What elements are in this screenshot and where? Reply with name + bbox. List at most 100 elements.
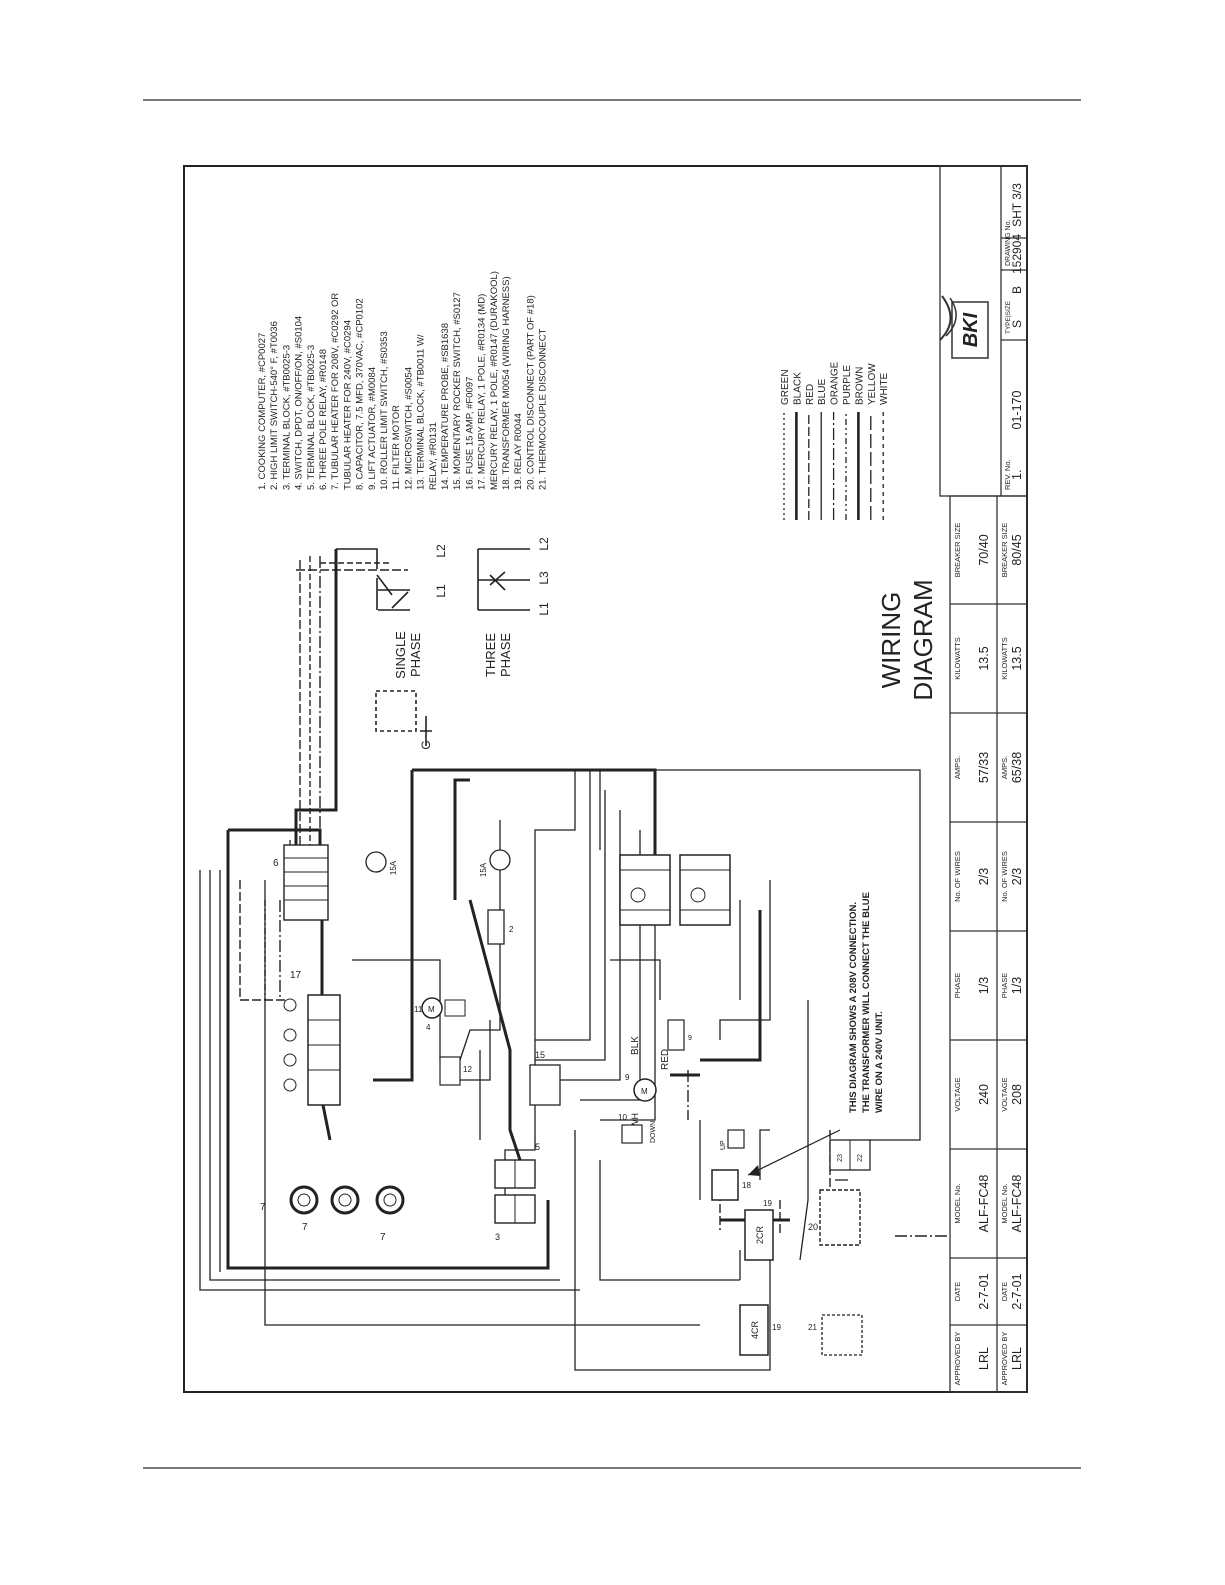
parts-list-item: 6. THREE POLE RELAY, #R0148 [318, 349, 329, 490]
tb-cell: 57/33 [977, 752, 991, 783]
parts-list-item: TUBULAR HEATER FOR 240V, #C0294 [342, 320, 353, 490]
tb-cell: 13.5 [977, 646, 991, 670]
label-23: 23 [837, 1154, 844, 1162]
tb-header: AMPS. [953, 756, 962, 779]
size-value: B [1010, 286, 1024, 294]
tb-header: BREAKER SIZE [953, 523, 962, 578]
single-phase-label-2: PHASE [408, 633, 423, 677]
label-19a: 19 [763, 1199, 772, 1208]
terminal-block-5: 5 [494, 1142, 540, 1189]
legend-label-red: RED [805, 384, 816, 405]
parts-list-item: 14. TEMPERATURE PROBE, #SB1638 [440, 323, 451, 490]
legend-label-yellow: YELLOW [867, 363, 878, 405]
label-18-up: UP [720, 1140, 727, 1150]
relay-19-4cr: 4CR 19 [739, 1304, 781, 1356]
tb-header: KILOWATTS [953, 637, 962, 680]
parts-list-item: 17. MERCURY RELAY, 1 POLE, #R0134 (MD) [477, 294, 488, 490]
diagram-title-line1: WIRING [876, 592, 906, 689]
label-wh: WH [630, 1113, 640, 1128]
roller-limit-10: 10 DOWN [618, 1113, 657, 1144]
label-m-9: M [641, 1087, 648, 1096]
tb-header: PHASE [953, 973, 962, 998]
legend-label-purple: PURPLE [842, 365, 853, 405]
filter-motor-11: M 11 4 [414, 997, 466, 1032]
diagram-title: WIRING DIAGRAM [876, 579, 938, 700]
parts-list-item: 16. FUSE 15 AMP, #F0097 [464, 377, 475, 490]
tb-header: APPROVED BY [953, 1332, 962, 1386]
label-18: 18 [742, 1181, 751, 1190]
tb-header: BREAKER SIZE [1000, 523, 1009, 578]
parts-list-item: 8. CAPACITOR, 7.5 MFD, 370VAC, #CP0102 [355, 298, 366, 490]
tb-cell: 2/3 [1010, 868, 1024, 885]
label-7a: 7 [260, 1202, 266, 1213]
terminal-block-6: 6 [273, 844, 329, 921]
label-m-11: M [428, 1005, 435, 1014]
label-19b: 19 [772, 1323, 781, 1332]
microswitch-12: 12 [439, 1056, 472, 1086]
tb-cell: 240 [977, 1084, 991, 1105]
parts-list-item: 20. CONTROL DISCONNECT (PART OF #18) [525, 295, 536, 490]
tb-header: MODEL No. [1000, 1183, 1009, 1223]
parts-list-item: 1. COOKING COMPUTER, #CP0027 [257, 333, 268, 490]
rev-label: REV. No. [1003, 459, 1012, 490]
connector-23-22: 23 22 [829, 1139, 871, 1171]
parts-list-item: 21. THERMOCOUPLE DISCONNECT [538, 328, 549, 490]
transformer-18: 18 [711, 1169, 751, 1201]
label-down: DOWN [650, 1121, 657, 1143]
tb-cell: 208 [1010, 1084, 1024, 1105]
label-4cr: 4CR [750, 1321, 760, 1340]
label-blk: BLK [630, 1036, 641, 1055]
note-line: THIS DIAGRAM SHOWS A 208V CONNECTION. [848, 902, 859, 1113]
parts-list-item: 13. TERMINAL BLOCK, #TB0011 W/ [416, 334, 427, 490]
l1-three: L1 [537, 602, 551, 616]
three-phase-label-2: PHASE [498, 633, 513, 677]
tb-cell: 2-7-01 [977, 1273, 991, 1309]
tb-header: KILOWATTS [1000, 637, 1009, 680]
label-3: 3 [495, 1232, 500, 1242]
legend-label-white: WHITE [879, 372, 890, 405]
note-arrow [747, 1129, 841, 1176]
legend-label-blue: BLUE [817, 379, 828, 405]
parts-list-item: 5. TERMINAL BLOCK, #TB0025-3 [306, 345, 317, 490]
parts-list-item: 18. TRANSFORMER M0054 (WIRING HARNESS) [501, 276, 512, 490]
tb-header: MODEL No. [953, 1183, 962, 1223]
label-fuse-16a: 15A [389, 860, 398, 875]
logo-text: BKI [960, 312, 982, 347]
legend-label-green: GREEN [780, 369, 791, 405]
tb-header: PHASE [1000, 973, 1009, 998]
label-10: 10 [618, 1113, 627, 1122]
legend-label-orange: ORANGE [830, 361, 841, 405]
parts-list-item: 11. FILTER MOTOR [391, 405, 402, 490]
high-limit-2: 2 [487, 909, 514, 945]
tb-cell: LRL [1010, 1347, 1024, 1370]
label-fuse-16b: 15A [479, 862, 488, 877]
label-22: 22 [857, 1154, 864, 1162]
tb-header: DATE [1000, 1282, 1009, 1301]
legend-label-black: BLACK [792, 372, 803, 405]
parts-list-item: 10. ROLLER LIMIT SWITCH, #S0353 [379, 331, 390, 490]
parts-list-item: 3. TERMINAL BLOCK, #TB0025-3 [281, 345, 292, 490]
lift-actuator-9: M 9 BLK RED WH [625, 1036, 671, 1128]
relay-19-2cr: 2CR 19 [744, 1199, 774, 1261]
note-line: WIRE ON A 240V UNIT. [874, 1011, 885, 1113]
label-15: 15 [535, 1050, 545, 1060]
label-6: 6 [273, 858, 279, 869]
rocker-switch-15: 15 [529, 1050, 561, 1106]
rev-value: 1. [1010, 470, 1024, 480]
parts-list-item: 9. LIFT ACTUATOR, #M0084 [367, 367, 378, 490]
tb-header: APPROVED BY [1000, 1332, 1009, 1386]
tb-cell: ALF-FC48 [1010, 1175, 1024, 1233]
ground-label: G [419, 740, 433, 749]
tb-cell: LRL [977, 1347, 991, 1370]
l1-single: L1 [434, 584, 448, 598]
tb-cell: 2/3 [977, 868, 991, 885]
tb-header: VOLTAGE [1000, 1077, 1009, 1111]
label-12: 12 [463, 1065, 472, 1074]
power-labels: SINGLE PHASE THREE PHASE G L2 L1 L2 L3 L… [393, 537, 551, 750]
bki-logo: BKI [939, 295, 989, 359]
tb-header: VOLTAGE [953, 1077, 962, 1111]
